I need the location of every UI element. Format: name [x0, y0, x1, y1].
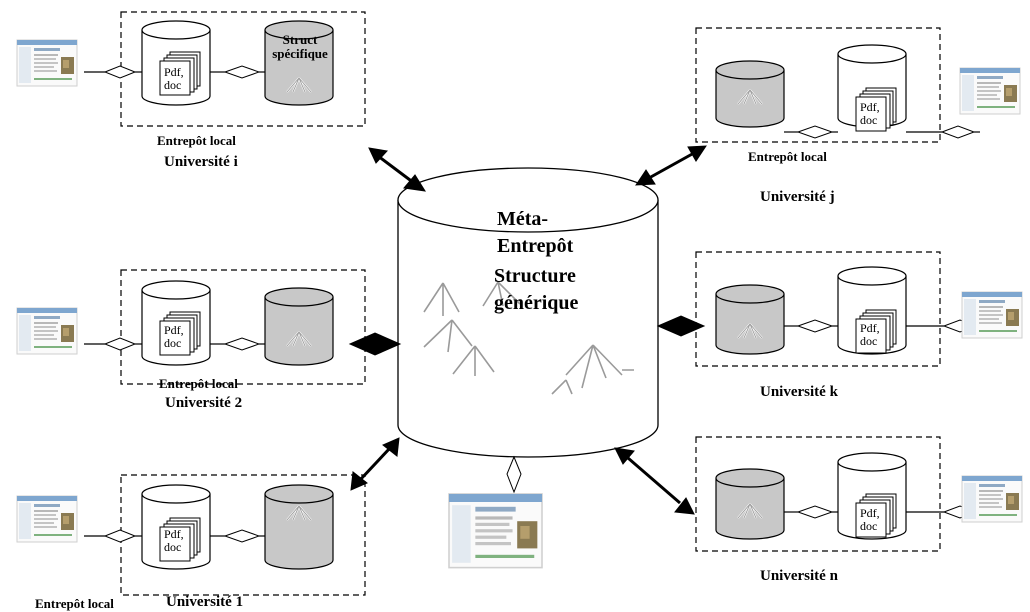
connector-diamond-filled [656, 315, 706, 337]
connector-diamond [796, 125, 834, 139]
warehouse-box-1 [120, 474, 366, 596]
university-label-1: Université 1 [166, 594, 244, 610]
connector-diamond [103, 65, 137, 79]
connector-diamond [223, 337, 261, 351]
struct-cylinder-j [715, 60, 785, 128]
arrow-1-meta [350, 437, 400, 491]
university-label-n: Université n [760, 568, 838, 584]
doc-cylinder-2 [141, 280, 211, 366]
struct-cylinder-2 [264, 287, 334, 366]
web-page-thumbnail [16, 39, 78, 87]
connector-diamond [103, 529, 137, 543]
warehouse-box-j [695, 27, 941, 143]
meta-title-line2: Entrepôt [497, 235, 574, 257]
store-label-i: Entrepôt local [157, 133, 236, 148]
doc-cylinder-k [837, 266, 907, 355]
web-page-thumbnail [448, 493, 543, 569]
doc-cylinder-n [837, 452, 907, 540]
connector-diamond [940, 125, 976, 139]
connector-diamond [506, 455, 522, 494]
struct-cylinder-k [715, 284, 785, 355]
doc-label-k: Pdf,doc [860, 321, 880, 348]
web-page-thumbnail [961, 475, 1023, 523]
connector-diamond [103, 337, 137, 351]
doc-label-1: Pdf,doc [164, 527, 184, 554]
meta-title-line1: Méta- [497, 208, 549, 230]
connector-diamond [796, 505, 834, 519]
struct-cylinder-1 [264, 484, 334, 570]
warehouse-box-k [695, 251, 941, 367]
doc-label-n: Pdf,doc [860, 506, 880, 533]
store-label-1: Entrepôt local [35, 596, 114, 611]
connector-diamond [796, 319, 834, 333]
meta-warehouse-cylinder [397, 167, 659, 458]
doc-cylinder-j [837, 44, 907, 132]
connector-diamond [223, 529, 261, 543]
web-page-thumbnail [16, 307, 78, 355]
connector-diamond [223, 65, 261, 79]
connector-diamond-filled [348, 332, 402, 356]
university-label-i: Université i [164, 154, 238, 170]
university-label-2: Université 2 [165, 395, 243, 411]
web-page-thumbnail [959, 67, 1021, 115]
doc-cylinder-1 [141, 484, 211, 570]
university-label-j: Université j [760, 189, 835, 205]
store-label-j: Entrepôt local [748, 149, 827, 164]
meta-subtitle-line2: générique [494, 292, 579, 314]
doc-label-i: Pdf,doc [164, 65, 184, 92]
generic-structure-trees [423, 281, 634, 395]
arrow-n-meta [614, 447, 695, 515]
struct-cylinder-n [715, 468, 785, 540]
web-page-thumbnail [961, 291, 1023, 339]
meta-subtitle-line1: Structure [494, 265, 576, 287]
warehouse-box-2 [120, 269, 366, 385]
struct-cylinder-i [264, 20, 334, 106]
arrow-j-meta [635, 145, 707, 186]
warehouse-box-n [695, 436, 941, 552]
store-label-2: Entrepôt local [159, 376, 238, 391]
doc-label-j: Pdf,doc [860, 100, 880, 127]
warehouse-box-i [120, 11, 366, 127]
doc-label-2: Pdf,doc [164, 323, 184, 350]
web-page-thumbnail [16, 495, 78, 543]
university-label-k: Université k [760, 384, 838, 400]
doc-cylinder-i [141, 20, 211, 106]
arrow-i-meta [368, 147, 426, 192]
